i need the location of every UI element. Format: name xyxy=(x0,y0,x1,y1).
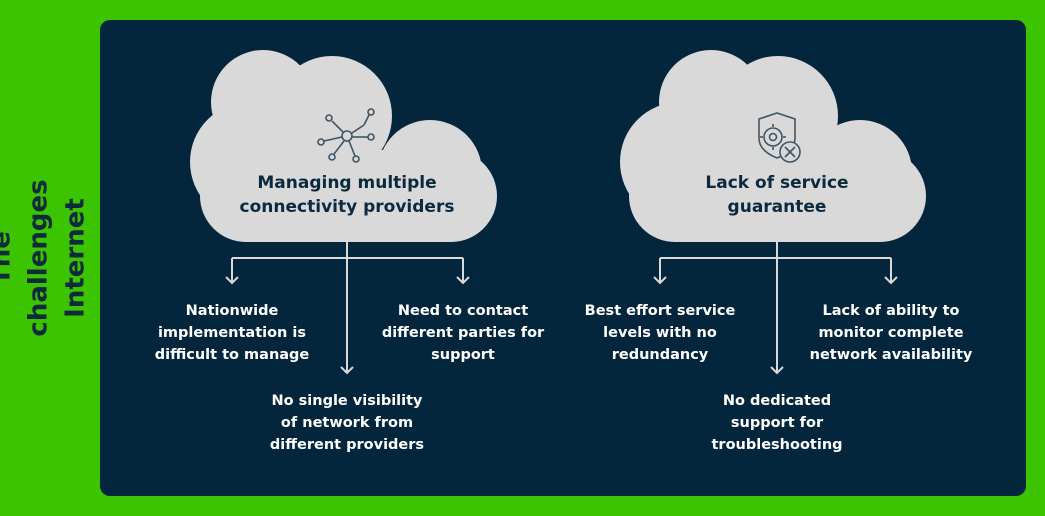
network-nodes-icon xyxy=(317,108,375,163)
gear-shield-cross-icon xyxy=(758,112,801,163)
challenge-item: Best effort service levels with no redun… xyxy=(584,303,736,363)
side-title: The challenges Internet of Things xyxy=(0,0,128,516)
cloud-shape-service xyxy=(620,50,926,242)
diagram-canvas xyxy=(190,50,926,375)
cloud-label-service: Lack of service guarantee xyxy=(705,173,849,217)
connectors-connectivity xyxy=(225,242,470,375)
challenge-item: Nationwide implementation is difficult t… xyxy=(154,303,310,363)
challenge-item: Lack of ability to monitor complete netw… xyxy=(809,303,973,363)
cloud-label-connectivity: Managing multiple connectivity providers xyxy=(239,173,455,217)
diagram-panel: Managing multiple connectivity providers… xyxy=(100,20,1026,496)
cloud-shape-connectivity xyxy=(190,50,497,242)
connectors-service xyxy=(653,242,898,375)
challenge-item: Need to contact different parties for su… xyxy=(381,303,545,363)
challenge-item: No dedicated support for troubleshooting xyxy=(711,393,843,453)
challenge-item: No single visibility of network from dif… xyxy=(269,393,425,453)
